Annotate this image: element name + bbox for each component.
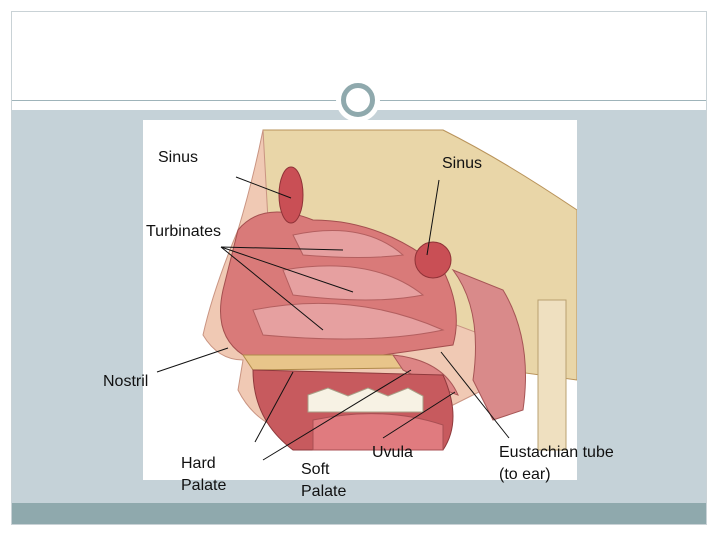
leader-turbinate-3 xyxy=(220,246,324,331)
label-sinus-right: Sinus xyxy=(442,155,483,172)
label-sinus-left: Sinus xyxy=(158,149,199,166)
leader-turbinate-1 xyxy=(220,246,344,251)
label-eustachian-tube: Eustachian tube (to ear) xyxy=(499,444,614,483)
turbinate-middle xyxy=(282,265,425,301)
leader-sinus-right xyxy=(426,179,440,256)
label-nostril: Nostril xyxy=(103,373,149,390)
label-soft-palate: Soft Palate xyxy=(301,461,347,500)
leader-sinus-left xyxy=(235,176,292,199)
hard-palate xyxy=(242,354,405,371)
leader-hard-palate xyxy=(254,371,294,443)
ring-ornament-icon xyxy=(336,78,380,122)
label-uvula: Uvula xyxy=(372,444,413,461)
frontal-sinus xyxy=(278,166,304,224)
teeth xyxy=(307,387,424,413)
leader-turbinate-2 xyxy=(220,246,354,293)
label-turbinates: Turbinates xyxy=(146,223,221,240)
leader-nostril xyxy=(156,347,229,373)
leader-lines xyxy=(156,176,510,461)
label-hard-palate: Hard Palate xyxy=(181,455,227,494)
footer-band xyxy=(12,503,706,524)
leader-soft-palate xyxy=(262,369,412,461)
leader-eustachian xyxy=(440,351,510,439)
sphenoid-sinus xyxy=(414,241,452,279)
anatomy-figure xyxy=(143,120,577,480)
leader-uvula xyxy=(382,391,456,439)
vertebra-column xyxy=(537,299,567,451)
turbinate-superior xyxy=(292,230,405,258)
nasal-cavity-illustration xyxy=(156,129,577,461)
pharynx xyxy=(451,268,526,421)
